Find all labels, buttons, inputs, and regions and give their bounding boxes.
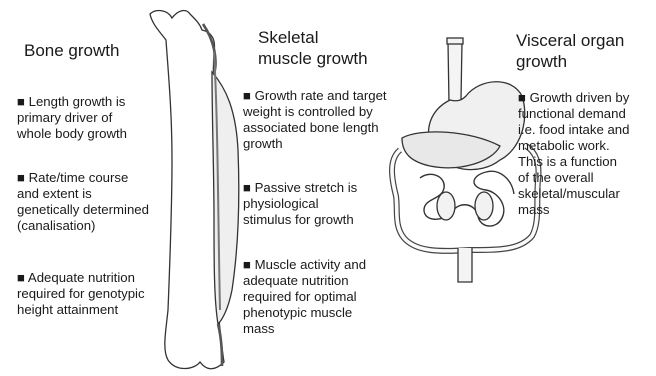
bullet-muscle-2: ■ Passive stretch is physiological stimu… (243, 180, 403, 228)
bullet-muscle-1: ■ Growth rate and target weight is contr… (243, 88, 403, 152)
kidney-left (437, 192, 455, 220)
kidney-right (475, 192, 493, 220)
bullet-bone-1: ■ Length growth is primary driver of who… (17, 94, 169, 142)
esophagus (448, 42, 462, 104)
bullet-bone-3: ■ Adequate nutrition required for genoty… (17, 270, 177, 318)
heading-muscle-growth: Skeletal muscle growth (258, 27, 368, 69)
rectum (458, 248, 472, 282)
heading-bone-growth: Bone growth (24, 40, 119, 61)
small-intestine (420, 171, 514, 226)
bullet-bone-2: ■ Rate/time course and extent is genetic… (17, 170, 177, 234)
bullet-visceral-1: ■ Growth driven by functional demand i.e… (518, 90, 654, 218)
heading-visceral-growth: Visceral organ growth (516, 30, 624, 72)
bullet-muscle-3: ■ Muscle activity and adequate nutrition… (243, 257, 403, 337)
